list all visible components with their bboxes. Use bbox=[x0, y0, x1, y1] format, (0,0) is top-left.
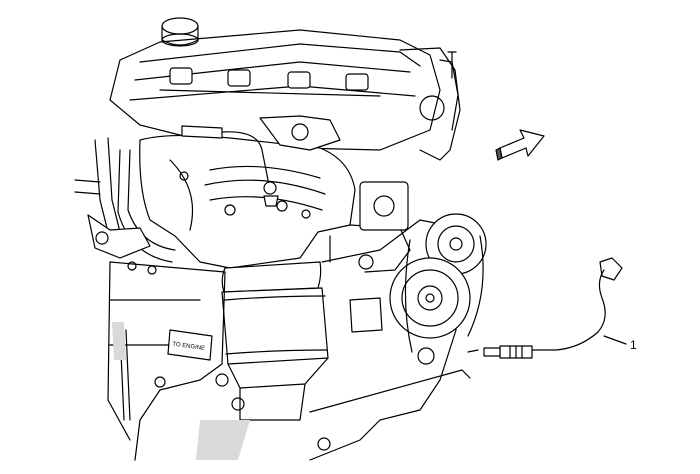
upstream-oxygen-sensor bbox=[181, 115, 341, 207]
sensor-location-line bbox=[309, 369, 471, 413]
embossed-engine-tag bbox=[167, 329, 213, 361]
heated-oxygen-sensor-2 bbox=[467, 257, 623, 359]
accessory-pulleys bbox=[389, 213, 487, 365]
coolant-pipes bbox=[74, 137, 176, 263]
engine-block bbox=[107, 181, 461, 461]
valve-cover bbox=[109, 17, 461, 161]
ignition-coils bbox=[159, 67, 381, 97]
exhaust-manifold-heat-shield bbox=[139, 134, 356, 269]
catalytic-converter bbox=[221, 261, 329, 421]
block-shading bbox=[112, 322, 250, 460]
oil-filler-cap bbox=[161, 17, 199, 47]
embossed-text: TO ENGINE bbox=[172, 342, 205, 353]
front-direction-arrow-icon bbox=[495, 129, 545, 161]
dipstick bbox=[447, 51, 457, 79]
callout-1-leader bbox=[603, 335, 627, 345]
callout-1-label: 1 bbox=[630, 338, 637, 352]
